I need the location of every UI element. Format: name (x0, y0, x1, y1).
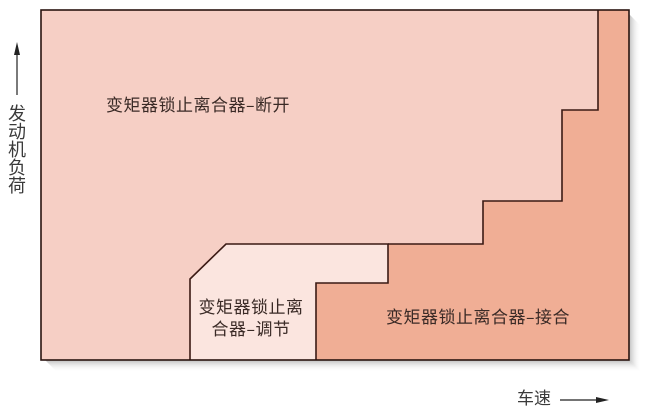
region-open-label: 变矩器锁止离合器–断开 (106, 96, 290, 116)
region-open (41, 10, 598, 360)
diagram-frame (40, 9, 630, 361)
y-axis-arrow-icon (14, 42, 20, 55)
boundary-open-engaged (388, 10, 599, 245)
region-regulating-label: 变矩器锁止离 合器–调节 (186, 297, 316, 341)
boundary-regulating (189, 243, 389, 360)
region-regulating (190, 244, 388, 360)
y-axis-label: 发动机负荷 (5, 104, 26, 194)
x-axis-label: 车速 (517, 389, 551, 409)
x-axis-arrow-icon (596, 397, 609, 403)
region-engaged-label: 变矩器锁止离合器–接合 (386, 308, 570, 328)
region-regulating-label-line1: 变矩器锁止离 (198, 298, 304, 318)
shadow-right (629, 14, 641, 372)
shadow-bottom (45, 360, 641, 372)
region-regulating-label-line2: 合器–调节 (211, 320, 291, 340)
